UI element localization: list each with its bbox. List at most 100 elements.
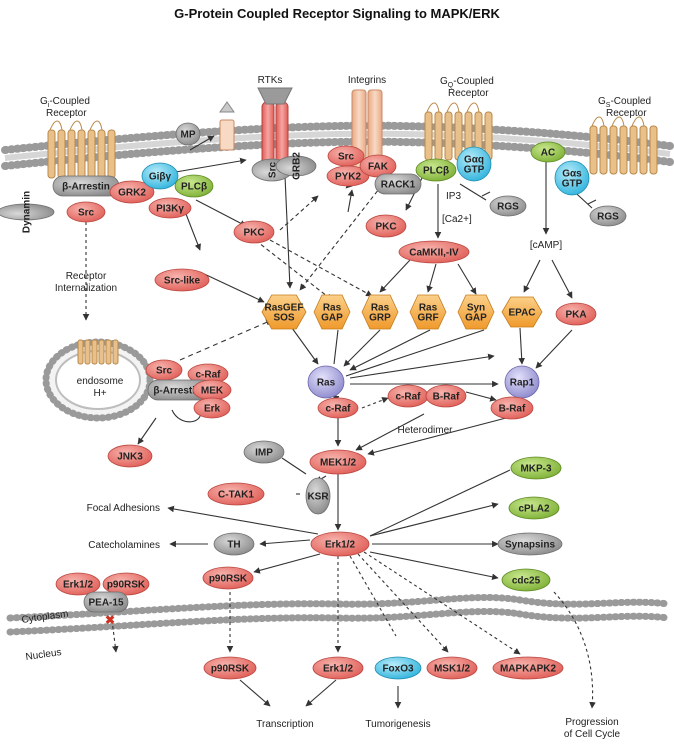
endosome-label: endosome: [77, 376, 124, 387]
foxo3-label: FoxO3: [382, 664, 414, 675]
nuclear-membrane: [6, 594, 672, 636]
rgs-q-label: RGS: [497, 202, 519, 213]
erk-endo-node: Erk: [193, 397, 231, 419]
erk12-node: Erk1/2: [310, 531, 370, 557]
gi-receptor-label: G: [40, 96, 48, 107]
rap1-node: Rap1: [504, 365, 540, 399]
mapkapk2-node: MAPKAPK2: [492, 656, 564, 680]
plcb-left-shape: [174, 174, 214, 198]
th-shape: [213, 532, 255, 556]
src-rtk-label: Src: [268, 162, 279, 179]
grb2-node: GRB2: [275, 152, 317, 180]
src-top-node: Src: [66, 201, 106, 223]
rasgef-1-label: RasGEF: [265, 303, 304, 314]
jnk3-label: JNK3: [117, 452, 143, 463]
ac-shape: [530, 141, 566, 163]
src-mid-label: Src: [338, 152, 355, 163]
erk12-label: Erk1/2: [325, 540, 355, 551]
src-endo-label: Src: [156, 366, 173, 377]
plcb-right-node: PLCβ: [415, 158, 457, 182]
epac-node: EPAC: [501, 296, 543, 328]
camkii-shape: [398, 240, 470, 264]
pkc-left-label: PKC: [243, 228, 264, 239]
dynamin-shape: [0, 203, 55, 221]
rasgap-1-label: Ras: [323, 303, 342, 314]
imp-label: IMP: [255, 448, 273, 459]
p90rsk-nuc-node: p90RSK: [203, 656, 257, 680]
braf-het-node: B-Raf: [425, 384, 467, 408]
cytoplasm-label: Cytoplasm: [21, 609, 69, 626]
syngap-shape: [457, 294, 495, 330]
foxo3-node: FoxO3: [374, 656, 422, 680]
rasgrf-shape: [409, 294, 447, 330]
mkp3-shape: [510, 456, 562, 480]
erk-pea-shape: [55, 572, 101, 596]
ras-label: Ras: [317, 378, 336, 389]
gi-receptor-label-3: Receptor: [46, 108, 87, 119]
gs-receptor-label-3: Receptor: [606, 108, 647, 119]
rasgrp-1-label: Ras: [371, 303, 390, 314]
erk-nuc-shape: [312, 656, 364, 680]
pkc-right-shape: [365, 214, 407, 238]
foxo3-shape: [374, 656, 422, 680]
gs-receptor-label-2: -Coupled: [610, 96, 651, 107]
rack1-shape: [374, 173, 422, 195]
braf-label: B-Raf: [499, 404, 526, 415]
rgs-s-shape: [589, 205, 627, 227]
ip3-label: IP3: [446, 191, 461, 202]
imp-node: IMP: [243, 440, 285, 464]
mapkapk2-label: MAPKAPK2: [500, 664, 557, 675]
braf-het-label: B-Raf: [433, 392, 460, 403]
ac-label: AC: [541, 148, 555, 159]
jnk3-node: JNK3: [107, 444, 153, 468]
mek-endo-node: MEK: [192, 379, 232, 401]
th-label: TH: [227, 540, 240, 551]
src-top-label: Src: [78, 208, 95, 219]
h-plus-label: H+: [93, 388, 106, 399]
cpla2-shape: [508, 496, 560, 520]
mek12-shape: [309, 449, 367, 475]
gaq-2-label: GTP: [464, 165, 485, 176]
erk-endo-label: Erk: [204, 404, 221, 415]
jnk3-shape: [107, 444, 153, 468]
pi3k-shape: [148, 197, 192, 219]
craf-ras-shape: [317, 397, 359, 419]
gaq-shape: [456, 146, 492, 182]
dynamin-node: Dynamin: [0, 191, 55, 233]
rack1-label: RACK1: [381, 180, 416, 191]
src-endo-node: Src: [145, 359, 183, 381]
edges: [82, 135, 597, 709]
plcb-left-label: PLCβ: [181, 182, 207, 193]
erk-nuc-label: Erk1/2: [323, 664, 353, 675]
rtk-receptor-shape: [257, 87, 293, 167]
craf-ras-label: c-Raf: [325, 404, 351, 415]
ctak1-shape: [207, 482, 265, 506]
gq-receptor-sub: Q: [448, 82, 454, 89]
pkc-left-shape: [233, 220, 275, 244]
craf-het-node: c-Raf: [387, 384, 429, 408]
camkii-node: CaMKII,-IV: [398, 240, 470, 264]
integrins-label: Integrins: [348, 75, 386, 86]
gaq-1-label: Gαq: [464, 155, 484, 166]
ksr-shape: [305, 477, 331, 515]
ras-node: Ras: [307, 365, 345, 399]
gs-receptor-sub: S: [606, 102, 611, 109]
p90rsk-shape: [202, 566, 254, 590]
transcription-label: Transcription: [256, 719, 313, 730]
p90-pea-shape: [102, 572, 150, 596]
cdc25-shape: [501, 568, 551, 592]
p90rsk-nuc-label: p90RSK: [211, 664, 250, 675]
craf-het-label: c-Raf: [395, 392, 421, 403]
craf-endo-node: c-Raf: [187, 363, 229, 385]
gq-receptor-label-2: -Coupled: [453, 76, 494, 87]
catecholamines-label: Catecholamines: [88, 540, 160, 551]
pka-label: PKA: [565, 310, 586, 321]
rasgef-2-label: SOS: [273, 313, 294, 324]
camkii-label: CaMKII,-IV: [409, 248, 459, 259]
mp-label: MP: [181, 130, 196, 141]
rgs-s-node: RGS: [589, 205, 627, 227]
